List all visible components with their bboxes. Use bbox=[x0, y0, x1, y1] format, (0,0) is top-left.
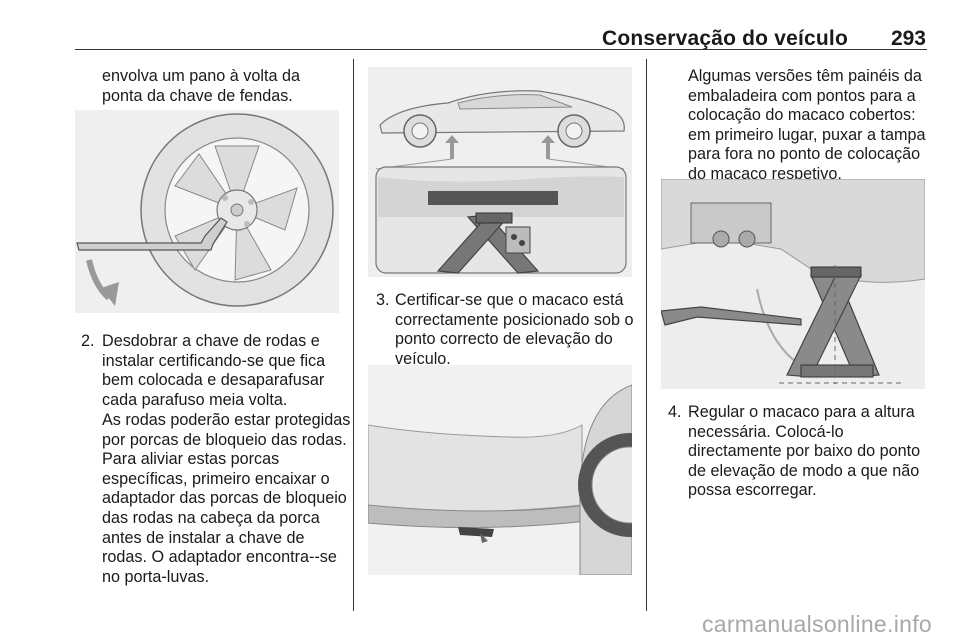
step-3-number: 3. bbox=[376, 291, 390, 309]
step-4-number: 4. bbox=[668, 403, 682, 421]
running-header-title: Conservação do veículo bbox=[602, 27, 848, 50]
figure-jack-positioning bbox=[661, 179, 925, 389]
step-4-text: Regular o macaco para a altura necessári… bbox=[688, 403, 921, 500]
col1-intro-text: envolva um pano à volta da ponta da chav… bbox=[102, 67, 300, 105]
column-divider-1 bbox=[353, 59, 354, 611]
col3-intro-text: Algumas versões têm painéis da embaladei… bbox=[688, 67, 926, 183]
step-2-number: 2. bbox=[81, 332, 95, 350]
figure-car-jack-points bbox=[368, 67, 632, 277]
page-number: 293 bbox=[890, 27, 926, 50]
step-2-note: As rodas poderão estar protegidas por po… bbox=[102, 411, 351, 586]
watermark-text: carmanualsonline.info bbox=[701, 611, 932, 637]
column-divider-2 bbox=[646, 59, 647, 611]
header-rule bbox=[75, 49, 927, 50]
step-2-text: Desdobrar a chave de rodas e instalar ce… bbox=[102, 332, 326, 409]
figure-wheel-wrench bbox=[75, 110, 339, 313]
figure-sill-jack-point bbox=[368, 365, 632, 575]
step-3-text: Certificar-se que o macaco está correcta… bbox=[395, 291, 634, 368]
